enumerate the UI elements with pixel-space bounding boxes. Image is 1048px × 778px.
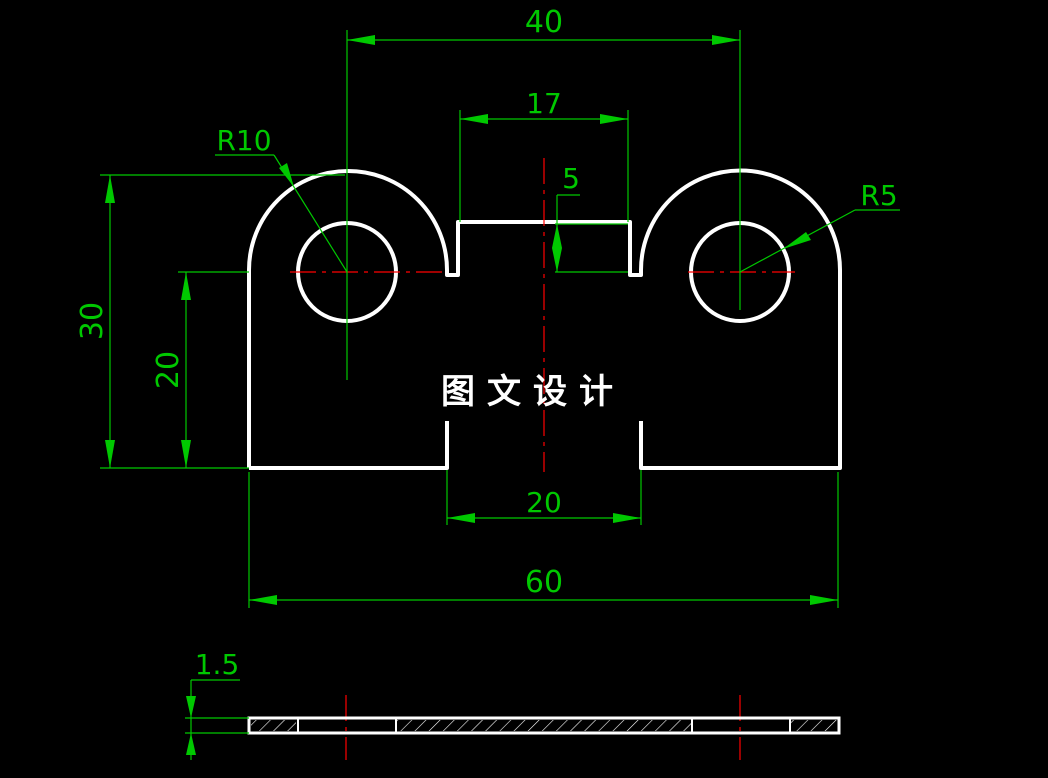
dim-bottom-notch: 20 (446, 470, 642, 525)
side-view (247, 716, 841, 735)
drawing-title: 图文设计 (441, 372, 625, 412)
dim-label-30: 30 (75, 302, 110, 340)
side-view-outline (247, 716, 841, 735)
centerlines (290, 158, 795, 760)
dim-label-20-bottom: 20 (526, 486, 562, 519)
part-outline (247, 168, 842, 470)
dim-slot-width: 17 (459, 87, 629, 222)
dim-side-height: 20 (151, 271, 249, 468)
dim-width-top: 40 (346, 5, 741, 380)
dim-label-1-5: 1.5 (195, 648, 240, 681)
side-hatch-3 (791, 720, 837, 731)
side-hatch-2 (397, 720, 692, 731)
dim-label-40: 40 (525, 5, 563, 40)
dim-thickness: 1.5 (185, 648, 249, 760)
leader-r5: R5 (739, 179, 900, 273)
dim-label-5: 5 (562, 162, 580, 195)
dim-label-60: 60 (525, 565, 563, 600)
dim-total-height: 30 (75, 174, 345, 469)
side-hatch-1 (251, 720, 296, 731)
dim-label-17: 17 (526, 87, 562, 120)
dim-slot-depth: 5 (552, 162, 628, 273)
dim-label-r5: R5 (860, 179, 897, 212)
dim-total-width: 60 (248, 472, 839, 608)
dim-label-20-left: 20 (151, 351, 186, 389)
dim-label-r10: R10 (216, 124, 271, 157)
